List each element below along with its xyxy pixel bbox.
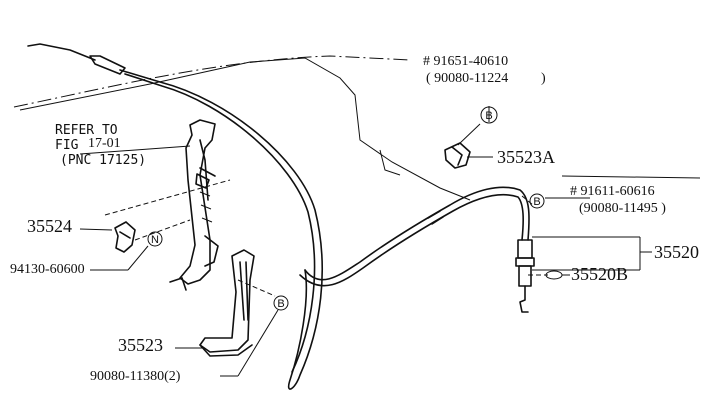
marker-b-3: B (273, 295, 289, 311)
marker-b-label: B (277, 298, 284, 310)
holder-35523 (199, 249, 255, 357)
marker-b-label: B (485, 110, 492, 122)
part-90080-11380-label: 90080-11380(2) (90, 369, 181, 384)
part-94130-label: 94130-60600 (10, 262, 85, 277)
refer-pnc-text: (PNC 17125) (60, 153, 146, 168)
refer-fig-number: 17-01 (88, 136, 121, 151)
accelerator-cable (27, 43, 530, 390)
marker-n: N (147, 231, 163, 247)
part-91651-label: # 91651-40610 (423, 54, 508, 69)
marker-b-1: B (480, 106, 498, 124)
refer-to-text: REFER TO (55, 123, 118, 138)
marker-b-2: B (529, 193, 545, 209)
part-35524-label: 35524 (27, 216, 72, 236)
marker-n-label: N (151, 234, 159, 246)
marker-b-label: B (533, 196, 540, 208)
bracket (169, 119, 219, 291)
assembly-line-2 (134, 219, 191, 241)
washer (545, 270, 563, 280)
clip-35523A (444, 142, 471, 169)
part-91611-label: # 91611-60616 (570, 184, 655, 199)
leader-lines (79, 106, 701, 377)
cable-end-fitting (515, 239, 535, 313)
clip-35524 (114, 221, 136, 253)
body-side-edge (379, 149, 401, 176)
part-35520B-label: 35520B (571, 264, 628, 284)
body-outline (19, 57, 471, 201)
assembly-line-4 (521, 195, 534, 206)
part-90080-11224-close: ) (541, 71, 546, 86)
refer-fig-text: FIG (55, 138, 79, 153)
part-90080-11224-label: ( 90080-11224 (426, 71, 508, 86)
part-90080-11495-label: (90080-11495 ) (579, 201, 666, 216)
body-reference-line (13, 55, 411, 108)
assembly-line-1 (104, 179, 231, 216)
part-35523-label: 35523 (118, 335, 163, 355)
assembly-line-3 (237, 279, 276, 297)
part-35520-label: 35520 (654, 242, 699, 262)
part-35523A-label: 35523A (497, 147, 555, 167)
